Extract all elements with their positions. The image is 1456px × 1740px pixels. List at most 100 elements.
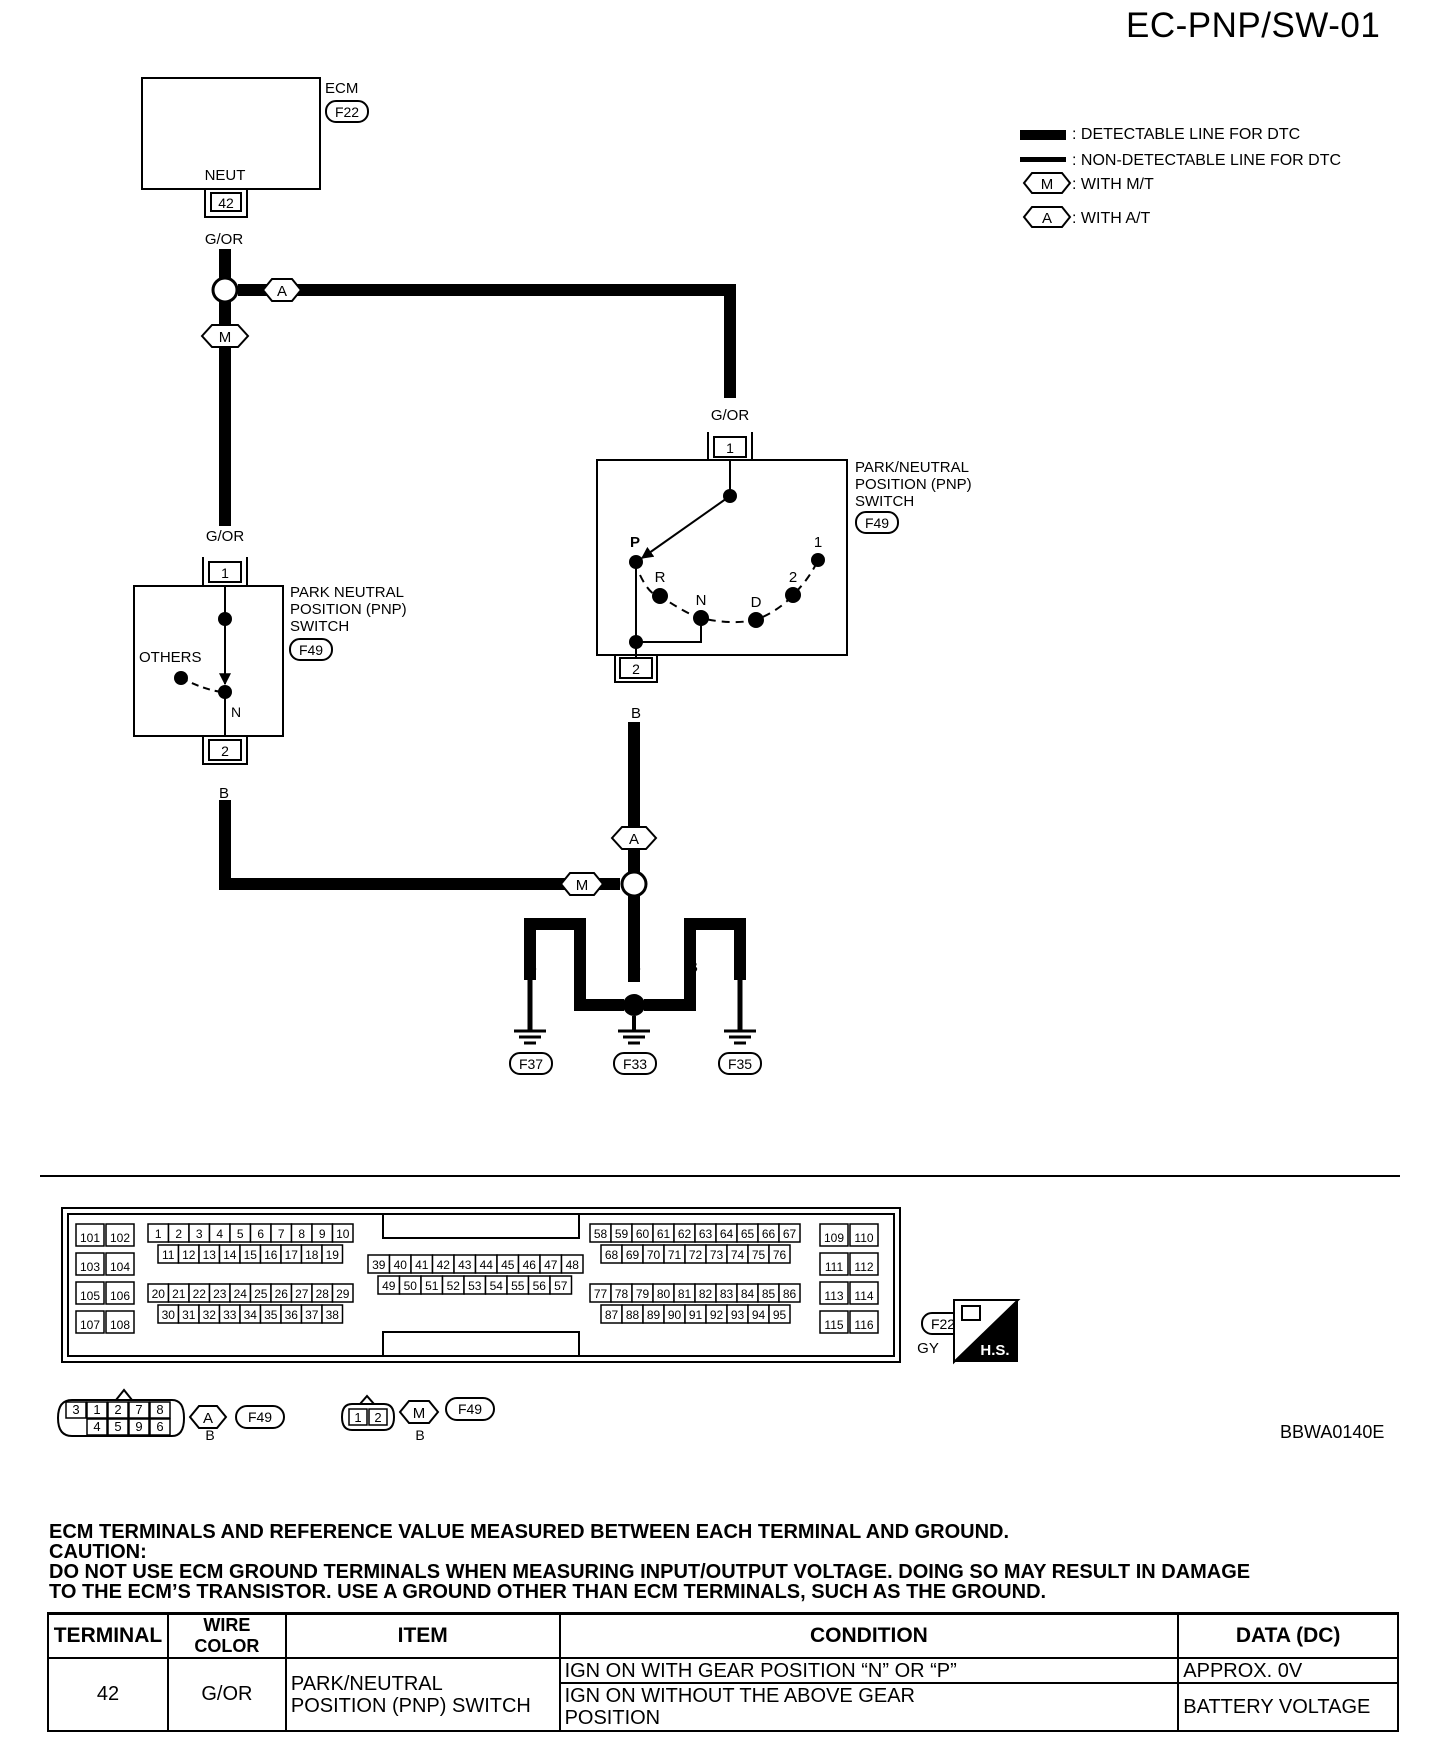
mt-wire-bottom: B: [219, 785, 229, 802]
connector-pin-number: 87: [605, 1308, 619, 1322]
connector-pin-number: 109: [824, 1231, 844, 1245]
connector-pin-number: 73: [710, 1248, 724, 1262]
mt-view-pin-1: 1: [354, 1410, 361, 1425]
connector-pin-number: 79: [636, 1287, 650, 1301]
connector-pin-number: 52: [447, 1279, 461, 1293]
connector-pin: [105, 1223, 135, 1247]
at-pos-r: R: [655, 569, 666, 586]
mt-title-1: PARK NEUTRAL: [290, 584, 404, 601]
connector-pin: [107, 1401, 129, 1419]
connector-pin-number: 115: [824, 1318, 843, 1332]
connector-pin-number: 66: [762, 1227, 776, 1241]
connector-pin-number: 76: [773, 1248, 787, 1262]
connector-pin-number: 103: [80, 1260, 100, 1274]
connector-pin-number: 74: [731, 1248, 745, 1262]
connector-pin-number: 5: [114, 1419, 121, 1434]
ground-label-f35: F35: [728, 1056, 752, 1072]
cell-wire-color: G/OR: [166, 1657, 287, 1732]
ground-label-f37: F37: [519, 1056, 543, 1072]
at-connector-badge: [855, 511, 899, 534]
connector-pin: [849, 1223, 879, 1247]
cell-terminal: 42: [47, 1657, 169, 1732]
branch-tag-a-top: A: [261, 278, 303, 302]
connector-pin-number: 106: [110, 1289, 130, 1303]
connector-pin: [75, 1223, 105, 1247]
connector-pin-number: 93: [731, 1308, 745, 1322]
connector-pin-number: 71: [668, 1248, 682, 1262]
connector-pin-number: 29: [336, 1287, 350, 1301]
connector-pin-number: 17: [285, 1248, 299, 1262]
connector-pin-number: 37: [305, 1308, 319, 1322]
connector-pin-number: 6: [156, 1419, 163, 1434]
connector-pin-number: 57: [554, 1279, 568, 1293]
hs-label: H.S.: [980, 1342, 1009, 1359]
junction-top: [211, 276, 239, 304]
connector-pin-number: 10: [336, 1227, 350, 1241]
svg-text:B: B: [735, 959, 745, 976]
mt-switch-box: [133, 585, 284, 737]
cell-data-2: BATTERY VOLTAGE: [1177, 1682, 1399, 1732]
ground-label-f33: F33: [623, 1056, 647, 1072]
mt-view-connector: F49: [458, 1401, 482, 1417]
connector-pin: [321, 1304, 344, 1324]
connector-pin-number: 15: [244, 1248, 258, 1262]
connector-pin-number: 23: [213, 1287, 227, 1301]
connector-pin-number: 13: [203, 1248, 217, 1262]
connector-pin-number: 27: [295, 1287, 309, 1301]
connector-pin-number: 113: [824, 1289, 843, 1303]
legend-a-text: : WITH A/T: [1072, 210, 1150, 227]
col-condition: CONDITION: [558, 1612, 1180, 1659]
hs-connector-icon: [961, 1305, 981, 1321]
ecm-connector-badge: [325, 100, 369, 123]
notes-line-3: DO NOT USE ECM GROUND TERMINALS WHEN MEA…: [49, 1561, 1251, 1583]
cell-data-1: APPROX. 0V: [1177, 1657, 1399, 1684]
col-item: ITEM: [284, 1612, 561, 1659]
connector-pin-number: 1: [155, 1227, 162, 1241]
connector-pin-number: 12: [182, 1248, 196, 1262]
svg-text:M: M: [219, 329, 232, 346]
branch-tag-a-bottom: A: [610, 826, 658, 850]
connector-pin-number: 22: [193, 1287, 207, 1301]
connector-pin-number: 63: [699, 1227, 713, 1241]
connector-pin: [819, 1223, 849, 1247]
connector-pin: [86, 1418, 108, 1436]
legend-a-tag: [1022, 206, 1072, 228]
svg-text:A: A: [277, 283, 287, 300]
connector-pin-number: 39: [372, 1258, 386, 1272]
connector-pin: [819, 1310, 849, 1334]
mt-connector-badge: [289, 638, 333, 661]
at-title-3: SWITCH: [855, 493, 914, 510]
svg-text:B: B: [527, 959, 537, 976]
table-row: IGN ON WITHOUT THE ABOVE GEAR POSITION B…: [48, 1682, 1399, 1732]
notes-line-4: TO THE ECM’S TRANSISTOR. USE A GROUND OT…: [49, 1581, 1047, 1603]
connector-pin-number: 24: [234, 1287, 248, 1301]
figure-id: BBWA0140E: [1280, 1422, 1385, 1442]
connector-pin-number: 48: [566, 1258, 580, 1272]
mt-pin-top: 1: [221, 565, 229, 581]
connector-pin-number: 44: [480, 1258, 494, 1272]
connector-pin: [149, 1418, 171, 1436]
connector-pin-number: 108: [110, 1318, 130, 1332]
at-title-1: PARK/NEUTRAL: [855, 459, 969, 476]
svg-text:B: B: [631, 959, 641, 976]
junction-bottom: [620, 870, 648, 898]
at-pnp-switch: G/OR 1 PARK/NEUTRAL POSITION (PNP) SWITC…: [596, 407, 972, 722]
at-pos-d: D: [751, 594, 762, 611]
cell-condition-1: IGN ON WITH GEAR POSITION “N” OR “P”: [558, 1657, 1180, 1684]
connector-pin-number: 81: [678, 1287, 692, 1301]
connector-pin-number: 45: [501, 1258, 515, 1272]
connector-pin-number: 91: [689, 1308, 703, 1322]
mt-view-tag: M: [413, 1405, 426, 1422]
connector-pin: [75, 1310, 105, 1334]
connector-pin-number: 95: [773, 1308, 787, 1322]
connector-pin-number: 41: [415, 1258, 429, 1272]
cell-item: PARK/NEUTRAL POSITION (PNP) SWITCH: [284, 1657, 561, 1732]
connector-pin-number: 80: [657, 1287, 671, 1301]
col-data: DATA (DC): [1177, 1612, 1399, 1659]
mt-wire-top: G/OR: [206, 528, 245, 545]
connector-pin-number: 32: [203, 1308, 217, 1322]
table-row: 42 G/OR PARK/NEUTRAL POSITION (PNP) SWIT…: [47, 1657, 1399, 1732]
connector-pin: [75, 1252, 105, 1276]
connector-pin-number: 4: [93, 1419, 100, 1434]
